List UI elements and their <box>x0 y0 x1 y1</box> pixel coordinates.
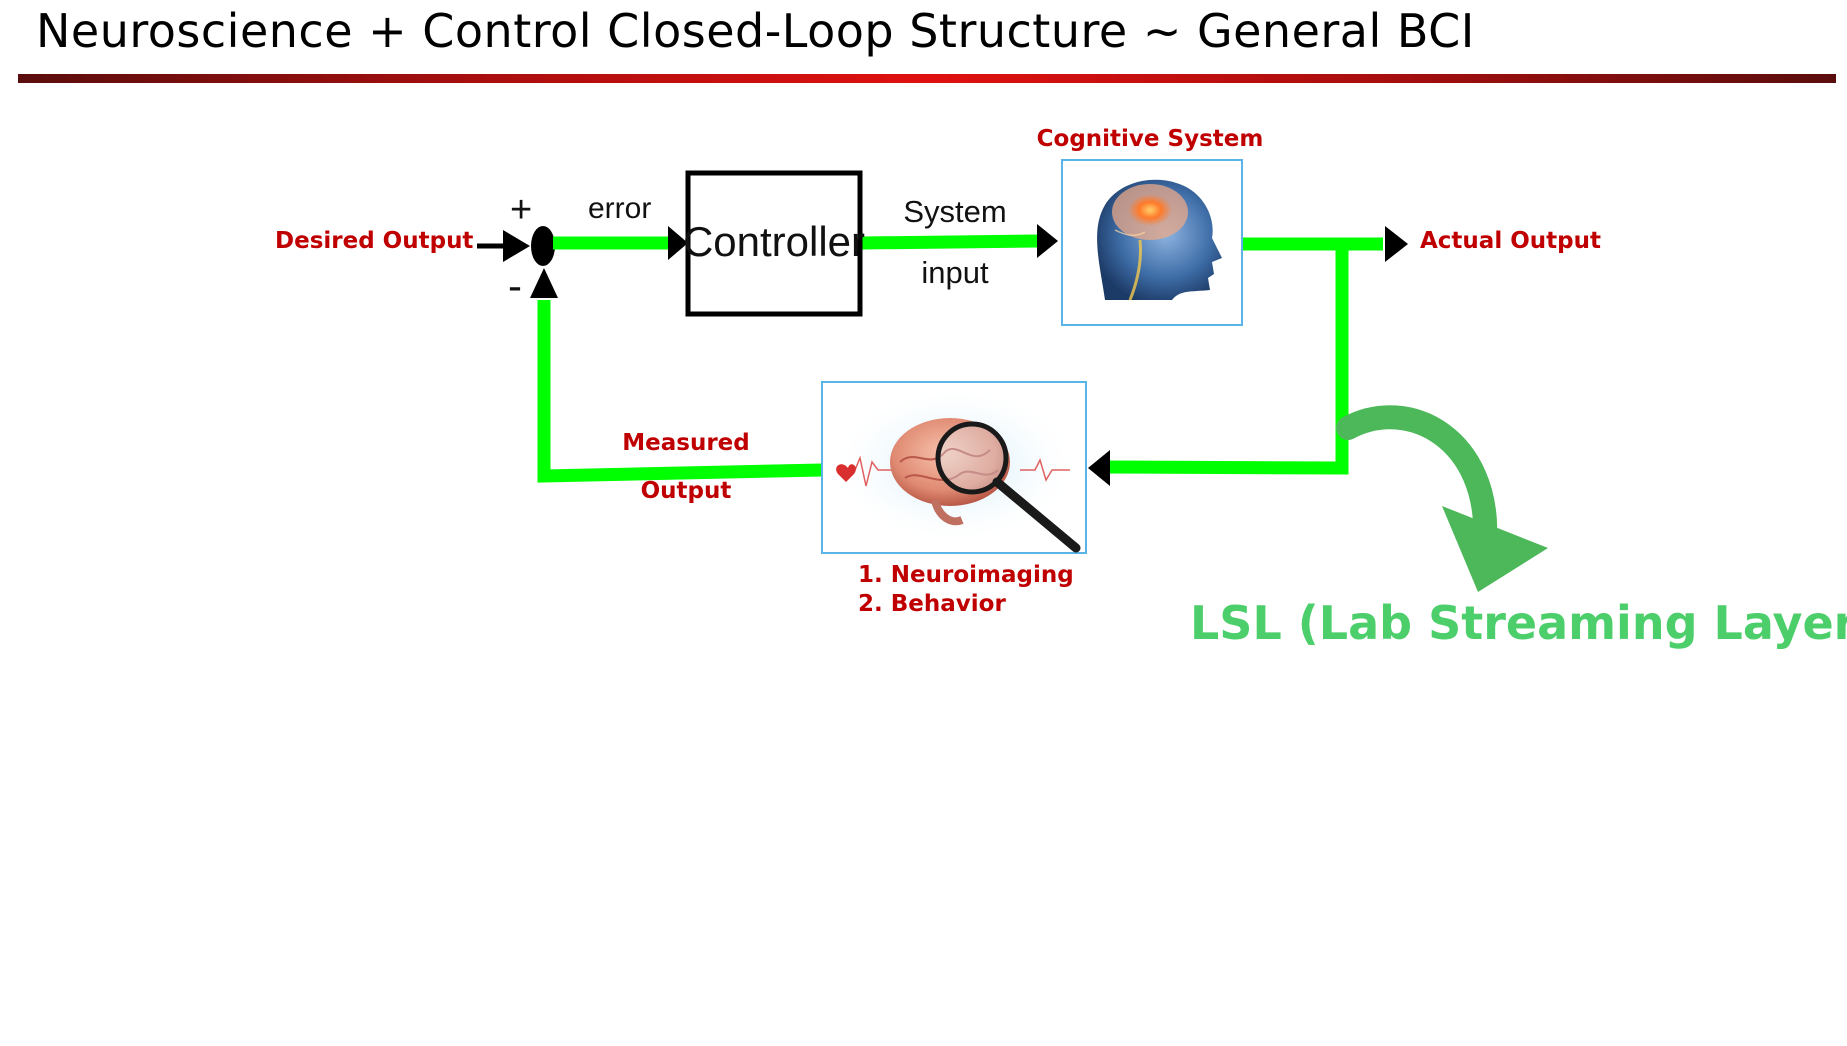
brain-magnifier-icon <box>836 418 1081 553</box>
controller-block <box>685 170 863 317</box>
system-input-label-line2: input <box>921 255 989 290</box>
measurement-arrowhead <box>1088 450 1110 486</box>
measured-output-label-line2: Output <box>641 478 732 504</box>
error-arrowhead <box>668 226 688 260</box>
minus-sign: - <box>508 262 522 309</box>
title-divider <box>18 74 1836 83</box>
measurement-block <box>821 381 1087 554</box>
slide-title: Neuroscience + Control Closed-Loop Struc… <box>36 4 1475 58</box>
feedback-arrowhead <box>530 268 558 298</box>
controller-label: Controller <box>683 218 865 265</box>
lsl-label: LSL (Lab Streaming Layer) <box>1190 596 1847 650</box>
measurement-item-behavior: 2. Behavior <box>858 591 1006 617</box>
system-input-label-line1: System <box>903 194 1006 229</box>
actual-output-label: Actual Output <box>1420 228 1601 254</box>
cognitive-system-block <box>1061 159 1243 326</box>
signal-lines <box>537 234 1383 483</box>
cognitive-system-label: Cognitive System <box>1037 126 1264 152</box>
measurement-item-neuroimaging: 1. Neuroimaging <box>858 562 1074 588</box>
lsl-curved-arrow <box>1336 405 1548 592</box>
error-label: error <box>588 192 651 225</box>
desired-output-arrow <box>477 230 530 262</box>
head-brain-icon <box>1097 179 1222 301</box>
system-input-arrowhead <box>1037 224 1058 258</box>
plus-sign: + <box>510 189 532 231</box>
summing-junction <box>531 226 555 266</box>
desired-output-label: Desired Output <box>275 228 473 254</box>
actual-output-arrowhead <box>1385 226 1408 262</box>
measured-output-label-line1: Measured <box>622 430 749 456</box>
